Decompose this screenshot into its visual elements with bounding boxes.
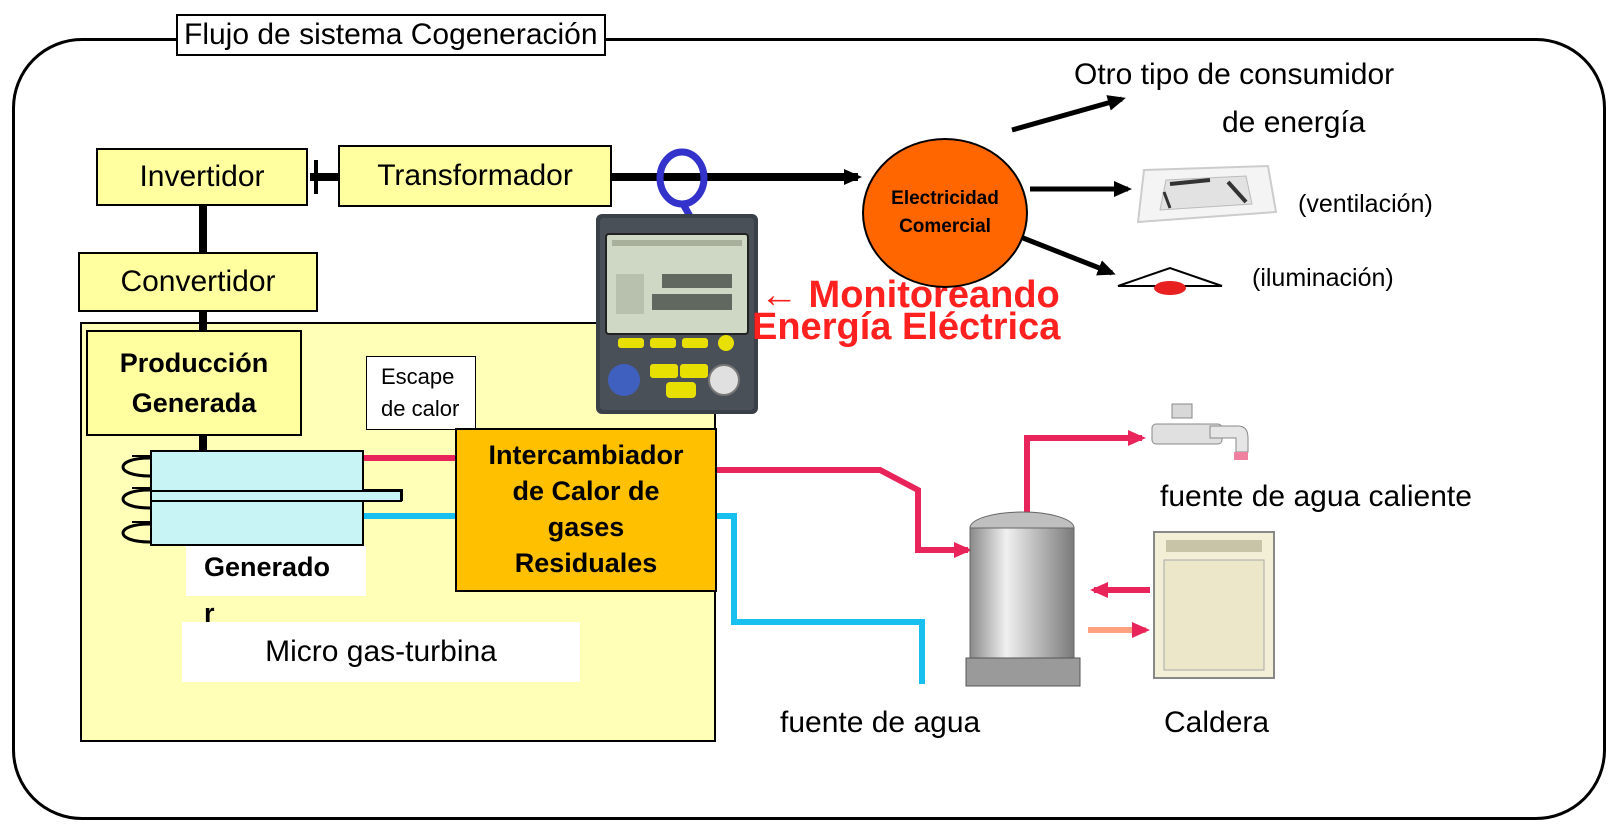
arrow-other-consumer [1011,95,1126,133]
exchanger-line-3: gases [547,512,625,542]
faucet-icon [1151,403,1249,460]
inverter-block: Invertidor [96,148,308,206]
other-consumer-label-line2: de energía [1222,106,1366,139]
hot-water-source-label: fuente de agua caliente [1160,480,1472,513]
production-label-line2: Generada [131,388,257,418]
micro-turbine-label-box: Micro gas-turbina [182,622,580,682]
diagram-title: Flujo de sistema Cogeneración [176,14,606,56]
power-meter-icon [596,214,758,414]
commercial-label-line1: Electricidad [891,187,999,209]
monitoring-label-line1: ← Monitoreando [760,274,1060,316]
generator-label-bg [186,546,366,596]
exhaust-label-line2: de calor [381,396,460,421]
hot-line-to-faucet [1024,430,1146,518]
system-frame [12,38,1606,820]
exhaust-label-line1: Escape [381,364,455,390]
exhaust-box: Escape de calor [366,356,476,430]
arrow-lighting [1017,233,1116,276]
heat-exchanger-block: Intercambiador de Calor de gases Residua… [455,428,717,592]
ventilation-label: (ventilación) [1298,190,1433,218]
generator-label-line1: Generado [204,552,331,582]
converter-block: Convertidor [78,252,318,312]
exchanger-line-4: Residuales [514,547,658,578]
other-consumer-label-line1: Otro tipo de consumidor [1074,58,1395,91]
transformer-label: Transformador [377,159,573,192]
hot-line-to-tank [716,467,972,558]
production-label-line1: Producción [119,347,269,378]
exchanger-line-2: de Calor de [512,476,660,507]
transformer-block: Transformador [338,145,612,207]
cold-supply-line [716,513,925,684]
ventilation-unit-icon [1136,164,1278,224]
commercial-label-line2: Comercial [899,216,991,237]
converter-label: Convertidor [120,265,276,298]
water-source-label: fuente de agua [780,706,981,739]
boiler-icon [1153,531,1275,679]
lighting-icon [1117,266,1223,295]
monitoring-label-line2: Energía Eléctrica [752,306,1061,348]
current-clamp-icon [656,148,708,222]
inverter-label: Invertidor [139,160,265,193]
generator-label-line2: r [204,598,215,628]
boiler-label: Caldera [1164,706,1270,739]
production-block: Producción Generada [86,330,302,436]
exchanger-line-1: Intercambiador [488,440,684,471]
lighting-label: (iluminación) [1252,264,1394,292]
hot-water-tank-icon [965,511,1081,687]
generator-shaft [150,490,402,502]
commercial-electricity-node: Electricidad Comercial [862,138,1028,288]
micro-turbine-label: Micro gas-turbina [265,635,497,668]
